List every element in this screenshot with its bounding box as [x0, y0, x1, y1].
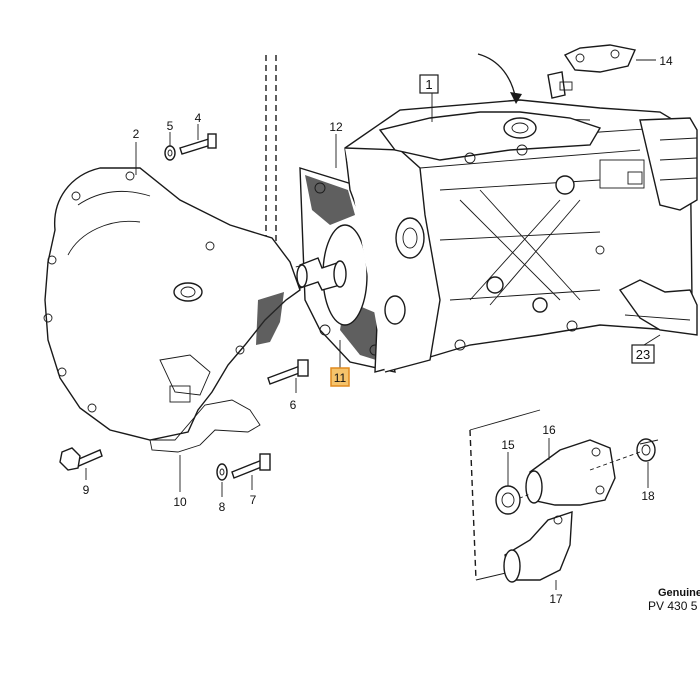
svg-text:23: 23 — [636, 347, 650, 362]
callout-15: 15 — [501, 438, 515, 452]
flange-16 — [525, 439, 616, 506]
callout-5: 5 — [167, 119, 174, 133]
footer-code: PV 430 5 — [648, 599, 698, 613]
bracket-14 — [547, 44, 636, 99]
callout-11-highlighted: 11 — [330, 367, 350, 387]
callout-6: 6 — [290, 398, 297, 412]
bolt-4 — [179, 133, 217, 155]
callout-8: 8 — [219, 500, 226, 514]
nut-18 — [636, 438, 659, 462]
callout-4: 4 — [195, 111, 202, 125]
callout-1: 1 — [419, 74, 439, 94]
gearbox-housing — [344, 99, 698, 373]
callout-10: 10 — [173, 495, 187, 509]
callout-17: 17 — [549, 592, 563, 606]
callout-14: 14 — [659, 54, 673, 68]
callout-2: 2 — [133, 127, 140, 141]
washer-5 — [164, 145, 176, 161]
washer-15 — [495, 485, 521, 515]
footer-brand: Genuine — [658, 587, 700, 599]
arrow-head — [510, 92, 522, 104]
callout-7: 7 — [250, 493, 257, 507]
leader-lines — [85, 59, 661, 590]
bell-housing — [43, 167, 301, 453]
callout-18: 18 — [641, 489, 655, 503]
bolt-9 — [59, 447, 103, 471]
washer-8 — [216, 463, 228, 481]
bolt-7 — [231, 453, 271, 479]
callout-12: 12 — [329, 120, 343, 134]
callout-16: 16 — [542, 423, 556, 437]
svg-text:11: 11 — [334, 371, 347, 385]
callout-23: 23 — [631, 344, 655, 364]
input-shaft — [296, 257, 347, 291]
bolt-6 — [267, 359, 309, 385]
flange-17 — [503, 511, 573, 583]
callout-9: 9 — [83, 483, 90, 497]
svg-text:1: 1 — [425, 77, 432, 92]
